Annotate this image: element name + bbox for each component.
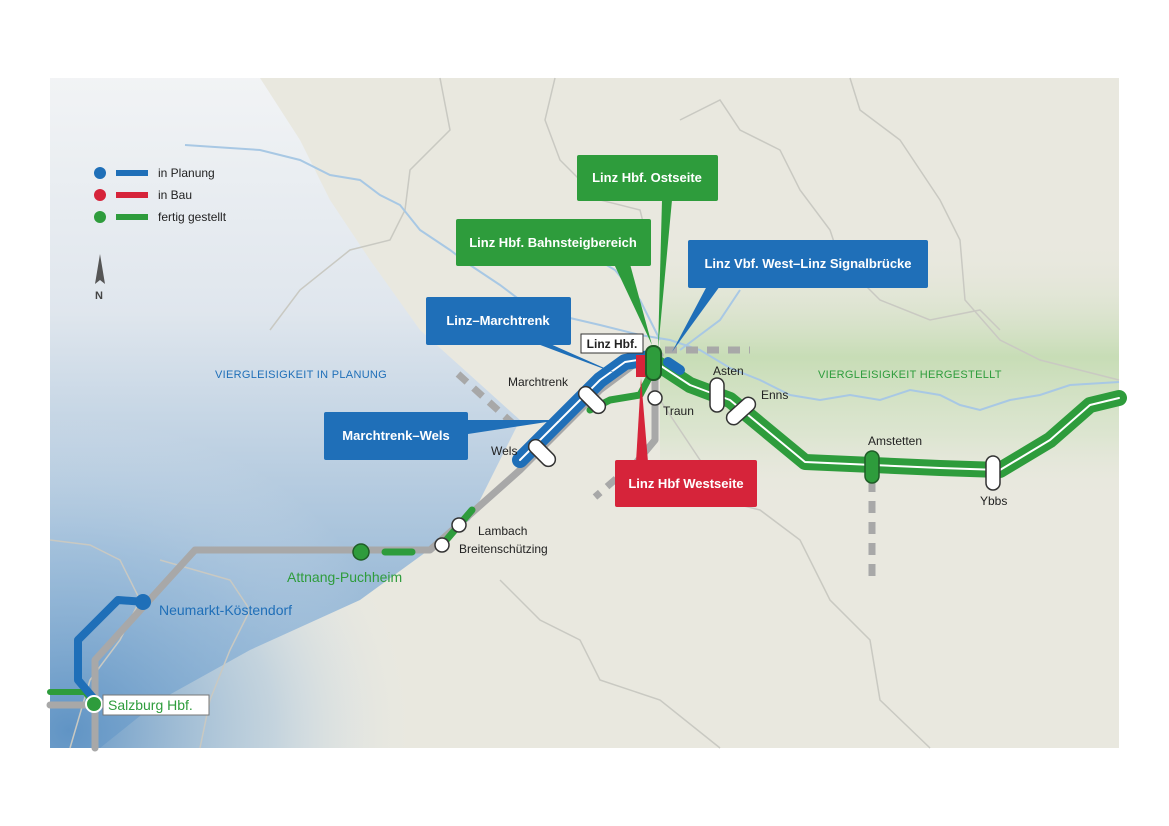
callout-ostseite: Linz Hbf. Ostseite <box>577 155 718 201</box>
legend-planning-bar <box>116 170 148 176</box>
north-arrow: N <box>95 254 105 302</box>
callout-bahnsteig: Linz Hbf. Bahnsteigbereich <box>456 219 651 266</box>
legend: in Planung in Bau fertig gestellt <box>94 166 227 224</box>
callouts-bahnsteig: Linz Hbf. Bahnsteigbereich <box>469 235 637 250</box>
legend-planning-label: in Planung <box>158 166 215 180</box>
legend-finished-bar <box>116 214 148 220</box>
station-amstetten: Amstetten <box>868 434 922 448</box>
callout-pointers <box>468 200 720 462</box>
salzburg-label-box: Salzburg Hbf. <box>102 694 210 716</box>
callout-wels-section: Marchtrenk–Wels <box>324 412 468 460</box>
station-enns: Enns <box>761 388 788 402</box>
legend-construction-dot <box>94 189 106 201</box>
station-lambach: Lambach <box>478 524 527 538</box>
station-marchtrenk: Marchtrenk <box>508 375 569 389</box>
legend-planning-dot <box>94 167 106 179</box>
stations-salzburg: Salzburg Hbf. <box>108 697 193 713</box>
station-wels: Wels <box>491 444 517 458</box>
attnang-marker <box>352 543 370 561</box>
linz-station-pill <box>645 345 662 381</box>
callouts-signal: Linz Vbf. West–Linz Signalbrücke <box>704 256 911 271</box>
station-ybbs: Ybbs <box>980 494 1007 508</box>
callout-marchtrenk-section: Linz–Marchtrenk <box>426 297 571 345</box>
legend-finished-label: fertig gestellt <box>158 210 227 224</box>
linz-label-box: Linz Hbf. <box>580 333 644 354</box>
stations-linz: Linz Hbf. <box>587 337 638 351</box>
callouts-wels_section: Marchtrenk–Wels <box>342 428 449 443</box>
north-arrow-icon <box>95 254 105 284</box>
station-neumarkt: Neumarkt-Köstendorf <box>159 602 292 618</box>
station-asten: Asten <box>713 364 744 378</box>
station-traun: Traun <box>663 404 694 418</box>
station-markers <box>434 377 1001 553</box>
legend-construction-label: in Bau <box>158 188 192 202</box>
callouts-ostseite: Linz Hbf. Ostseite <box>592 170 702 185</box>
legend-construction-bar <box>116 192 148 198</box>
salzburg-marker <box>85 695 103 713</box>
region-east-label: VIERGLEISIGKEIT HERGESTELLT <box>818 369 1002 381</box>
callouts-westseite: Linz Hbf Westseite <box>628 476 743 491</box>
construction-segment <box>636 355 646 377</box>
callout-westseite: Linz Hbf Westseite <box>615 460 757 507</box>
callouts-marchtrenk_section: Linz–Marchtrenk <box>446 313 550 328</box>
legend-finished-dot <box>94 211 106 223</box>
station-breitenschuetzing: Breitenschützing <box>459 542 548 556</box>
north-label: N <box>95 290 103 302</box>
callout-signal: Linz Vbf. West–Linz Signalbrücke <box>688 240 928 288</box>
region-west-label: VIERGLEISIGKEIT IN PLANUNG <box>215 369 387 381</box>
amstetten-pill <box>864 450 880 484</box>
neumarkt-marker <box>135 594 151 610</box>
station-attnang: Attnang-Puchheim <box>287 569 402 585</box>
